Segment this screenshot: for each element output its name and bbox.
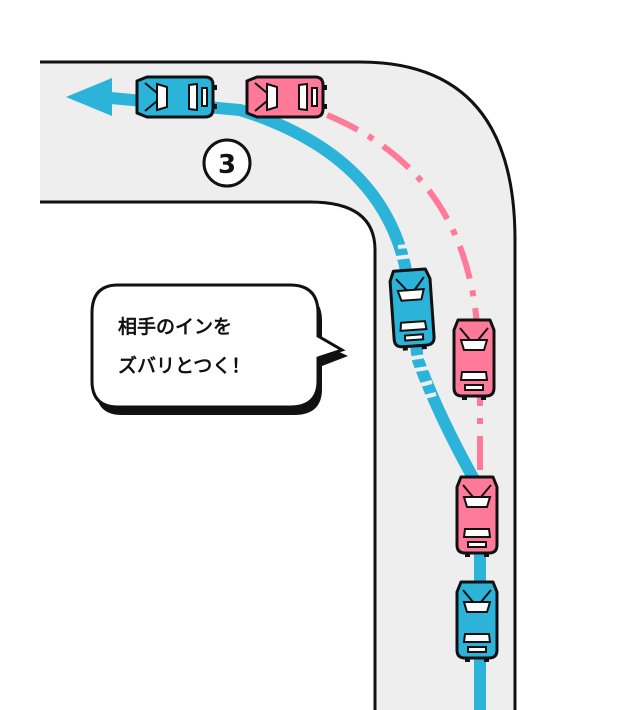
blue-line-gaps — [395, 243, 437, 402]
blue-car-leading — [135, 75, 219, 119]
blue-car-middle — [387, 267, 437, 353]
pink-car-lower — [455, 475, 499, 559]
blue-car-bottom — [455, 580, 499, 664]
step-number: 3 — [218, 150, 236, 180]
step-badge: 3 — [202, 138, 252, 188]
speech-line-1: 相手のインを — [118, 315, 232, 338]
pink-car-top — [245, 75, 329, 119]
track-outer-edge — [40, 60, 517, 710]
speech-line-2: ズバリとつく！ — [118, 354, 250, 377]
pink-car-middle — [452, 318, 496, 402]
direction-arrow-icon — [66, 78, 112, 116]
speech-bubble: 相手のインを ズバリとつく！ — [90, 283, 348, 415]
track-inner-edge — [40, 200, 377, 710]
